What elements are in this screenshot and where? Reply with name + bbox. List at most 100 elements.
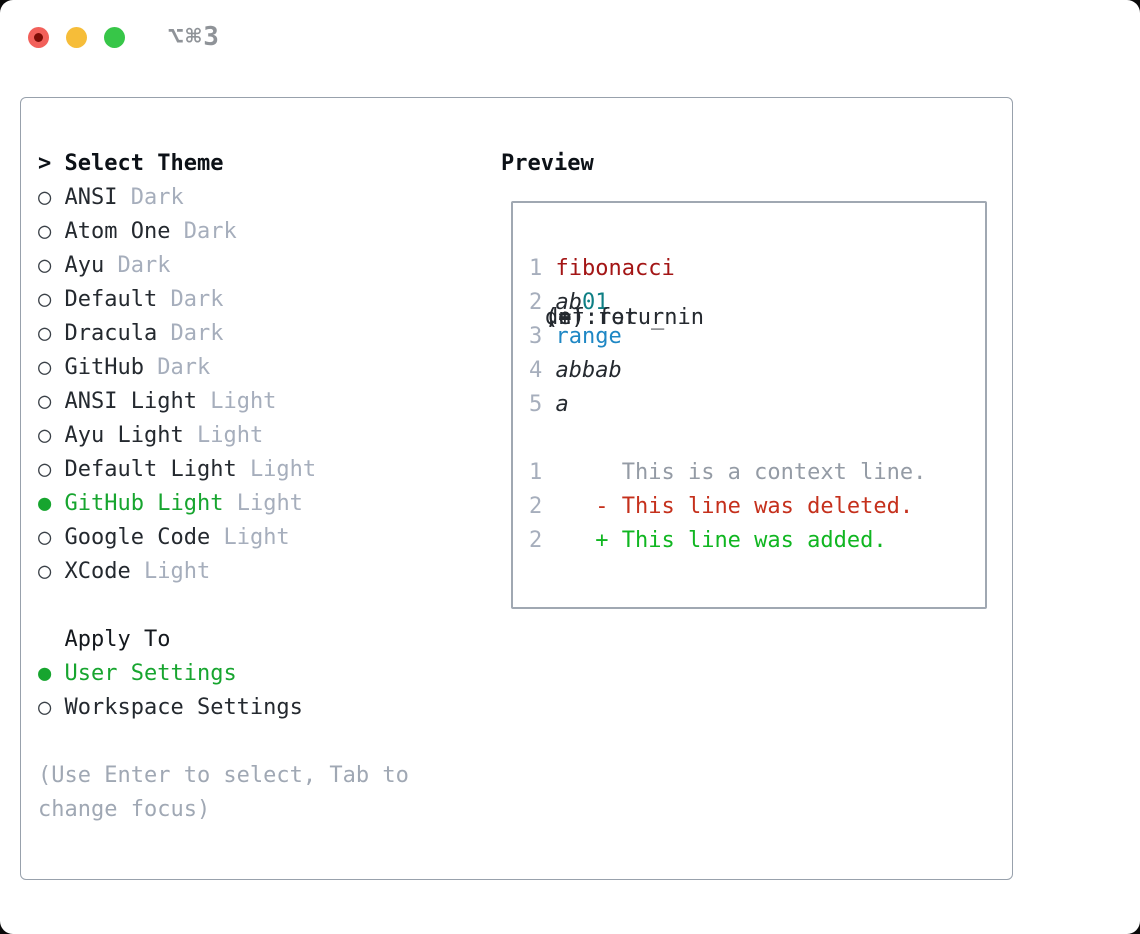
code-segment: for _ in — [545, 305, 718, 330]
prompt-icon: > — [38, 151, 65, 176]
radio-icon: ○ — [38, 423, 52, 448]
theme-option[interactable]: ● GitHub Light Light — [38, 487, 409, 521]
theme-option[interactable]: ○ Ayu Light Light — [38, 419, 409, 453]
code-line: 1 def fibonacci(n): — [529, 252, 926, 330]
theme-option[interactable]: ○ Default Dark — [38, 283, 409, 317]
code-segment: , — [545, 305, 572, 330]
radio-icon: ○ — [38, 321, 52, 346]
theme-list-prompt: > Select Theme — [38, 147, 409, 181]
code-segment: 0 — [582, 290, 596, 315]
code-line: 2 a, b = 0, 1 — [529, 286, 926, 330]
code-line: 3 for _ in range(n): — [529, 305, 926, 354]
apply-option[interactable]: ● User Settings — [38, 657, 409, 691]
theme-option[interactable]: ○ Default Light Light — [38, 453, 409, 487]
code-segment: , — [545, 305, 572, 330]
spacer-row — [38, 725, 409, 759]
titlebar: ⌥⌘3 — [0, 0, 1140, 76]
zoom-button[interactable] — [104, 27, 125, 48]
code-segment: return — [545, 305, 691, 330]
theme-variant: Dark — [157, 355, 211, 380]
radio-icon: ○ — [38, 389, 52, 414]
theme-name: Default Light — [64, 457, 237, 482]
radio-icon: ○ — [38, 219, 52, 244]
theme-name: ANSI — [64, 185, 118, 210]
line-number: 2 — [529, 290, 556, 315]
theme-variant: Dark — [183, 219, 237, 244]
code-segment: (n): — [545, 305, 598, 330]
theme-option[interactable]: ○ XCode Light — [38, 555, 409, 589]
minimize-button[interactable] — [66, 27, 87, 48]
theme-list-header-label: Select Theme — [64, 151, 224, 176]
theme-variant: Light — [223, 525, 290, 550]
code-line: 1 This is a context line. — [529, 456, 926, 490]
code-segment: = — [545, 305, 585, 330]
code-segment: a — [595, 358, 609, 383]
code-segment: = — [545, 305, 585, 330]
line-number: 2 — [529, 528, 556, 553]
code-line: 5 return a — [529, 305, 926, 422]
code-segment: a — [555, 392, 569, 417]
code-segment: a — [555, 358, 569, 383]
theme-option[interactable]: ○ Dracula Dark — [38, 317, 409, 351]
theme-name: Google Code — [64, 525, 211, 550]
code-line — [529, 422, 926, 456]
code-segment: 1 — [595, 290, 609, 315]
theme-variant: Light — [210, 389, 277, 414]
theme-option[interactable]: ○ Google Code Light — [38, 521, 409, 555]
code-line: 2 - This line was deleted. — [529, 490, 926, 524]
theme-option[interactable]: ○ ANSI Dark — [38, 181, 409, 215]
code-segment: fibonacci — [555, 256, 675, 281]
apply-to-header: Apply To — [38, 623, 409, 657]
preview-title: Preview — [501, 151, 594, 176]
code-segment: , — [545, 305, 572, 330]
code-segment: (n): — [545, 305, 598, 330]
theme-variant: Light — [196, 423, 264, 448]
radio-selected-icon: ● — [38, 661, 52, 686]
close-button[interactable] — [28, 27, 49, 48]
radio-icon: ○ — [38, 457, 52, 482]
theme-variant: Dark — [117, 253, 171, 278]
theme-variant: Light — [249, 457, 317, 482]
radio-icon: ○ — [38, 695, 52, 720]
code-segment: b — [608, 358, 622, 383]
code-segment: a — [555, 290, 569, 315]
line-number: 1 — [529, 256, 556, 281]
code-segment: b — [582, 358, 596, 383]
code-segment: , — [545, 305, 572, 330]
theme-name: Ayu Light — [64, 423, 184, 448]
radio-icon: ○ — [38, 559, 52, 584]
line-number: 5 — [529, 392, 556, 417]
window-title: ⌥⌘3 — [168, 22, 221, 52]
theme-option[interactable]: ○ GitHub Dark — [38, 351, 409, 385]
apply-option[interactable]: ○ Workspace Settings — [38, 691, 409, 725]
theme-option[interactable]: ○ Atom One Dark — [38, 215, 409, 249]
theme-option[interactable]: ○ ANSI Light Light — [38, 385, 409, 419]
theme-variant: Light — [143, 559, 211, 584]
theme-option[interactable]: ○ Ayu Dark — [38, 249, 409, 283]
code-line: 4 a, b = b, a + b — [529, 305, 926, 388]
code-line: 2 + This line was added. — [529, 524, 926, 558]
line-number: 1 — [529, 460, 556, 485]
theme-name: Ayu — [64, 253, 105, 278]
theme-name: Dracula — [64, 321, 158, 346]
theme-name: GitHub Light — [64, 491, 224, 516]
theme-name: Atom One — [64, 219, 171, 244]
radio-selected-icon: ● — [38, 491, 52, 516]
apply-option-label: Workspace Settings — [64, 695, 303, 720]
code-segment: This is a context line. — [555, 460, 927, 485]
radio-icon: ○ — [38, 287, 52, 312]
theme-variant: Dark — [170, 321, 224, 346]
theme-variant: Dark — [130, 185, 184, 210]
theme-name: Default — [64, 287, 158, 312]
theme-variant: Dark — [170, 287, 224, 312]
apply-option-label: User Settings — [64, 661, 237, 686]
help-text: (Use Enter to select, Tab to — [38, 763, 409, 788]
code-segment: + — [545, 305, 585, 330]
apply-to-label: Apply To — [64, 627, 171, 652]
theme-name: GitHub — [64, 355, 144, 380]
theme-name: XCode — [64, 559, 131, 584]
theme-name: ANSI Light — [64, 389, 197, 414]
help-text: change focus) — [38, 797, 211, 822]
